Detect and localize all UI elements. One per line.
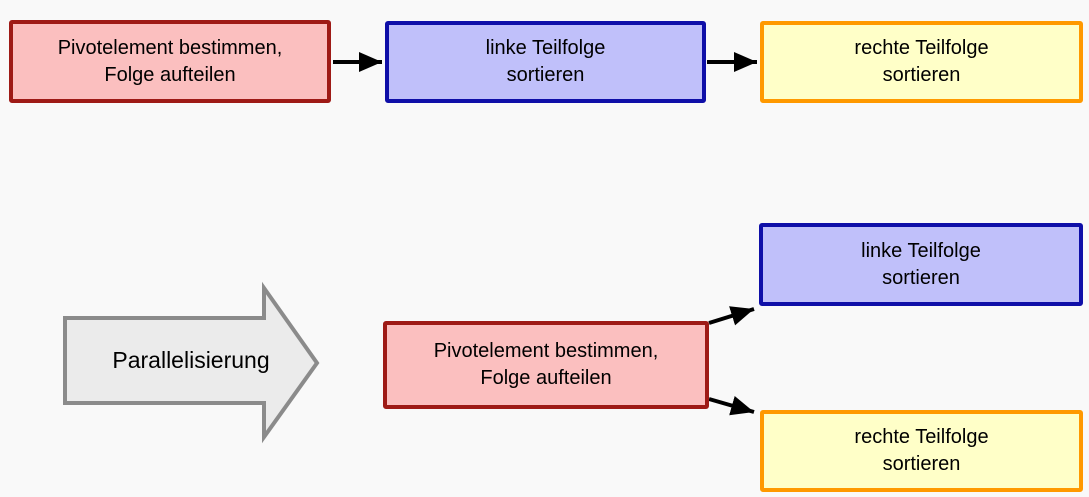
- arrow-par-pivot-to-left-icon: [708, 306, 755, 326]
- sequential-left-sort-box-line2: sortieren: [506, 64, 585, 86]
- parallelization-label: Parallelisierung: [112, 347, 270, 373]
- arrow-par-pivot-to-right-icon: [708, 396, 755, 416]
- parallel-right-sort-box: rechte Teilfolge sortieren: [760, 410, 1083, 492]
- parallel-right-sort-box-line2: sortieren: [882, 453, 961, 475]
- parallel-left-sort-box-line1: linke Teilfolge: [861, 239, 981, 262]
- sequential-left-sort-box: linke Teilfolge sortieren: [385, 21, 706, 103]
- parallel-left-sort-box: linke Teilfolge sortieren: [759, 223, 1083, 306]
- parallel-pivot-box: Pivotelement bestimmen, Folge aufteilen: [383, 321, 709, 409]
- parallel-pivot-box-line2: Folge aufteilen: [480, 367, 612, 389]
- sequential-pivot-box-line1: Pivotelement bestimmen,: [57, 36, 283, 59]
- sequential-right-sort-box-line1: rechte Teilfolge: [854, 37, 989, 59]
- parallel-left-sort-box-line2: sortieren: [882, 266, 960, 289]
- sequential-right-sort-box: rechte Teilfolge sortieren: [760, 21, 1083, 103]
- sequential-pivot-box-line2: Folge aufteilen: [104, 63, 236, 86]
- parallel-pivot-box-line1: Pivotelement bestimmen,: [433, 340, 659, 362]
- sequential-right-sort-box-line2: sortieren: [882, 64, 961, 86]
- sequential-left-sort-box-line1: linke Teilfolge: [485, 37, 606, 59]
- parallelization-block-arrow-icon: [63, 281, 320, 444]
- sequential-pivot-box: Pivotelement bestimmen, Folge aufteilen: [9, 20, 331, 103]
- parallel-right-sort-box-line1: rechte Teilfolge: [854, 426, 989, 448]
